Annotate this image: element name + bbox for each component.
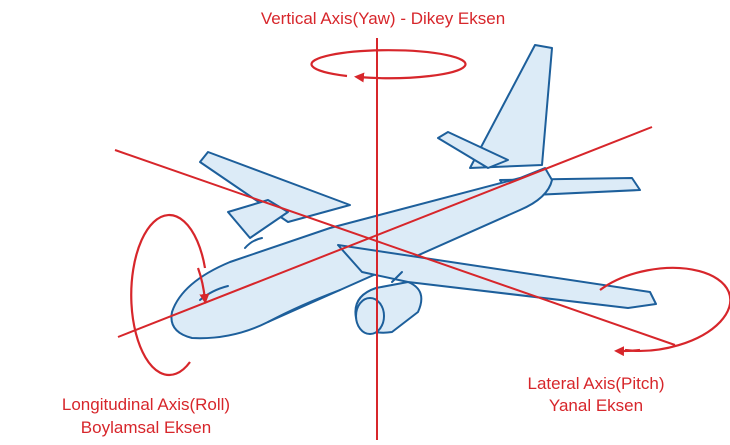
rotation-arrow-pitch	[599, 266, 730, 357]
engine-pylon	[391, 271, 403, 283]
left-wing	[199, 151, 351, 223]
door-outline	[244, 237, 263, 249]
roll-axis-label-line2: Boylamsal Eksen	[81, 418, 211, 437]
pitch-axis-label-line2: Yanal Eksen	[549, 396, 643, 415]
rotation-arrow-yaw	[310, 49, 467, 83]
lateral-axis-line	[114, 149, 676, 346]
roll-axis-label-line1: Longitudinal Axis(Roll)	[62, 395, 230, 414]
left-horizontal-stabilizer	[437, 131, 509, 169]
left-engine	[227, 199, 289, 239]
rotation-arrow-roll	[130, 213, 210, 377]
airplane-illustration	[170, 44, 657, 340]
right-engine-intake	[355, 297, 385, 335]
fuselage-belly-line	[267, 289, 341, 323]
pitch-axis-label-line1: Lateral Axis(Pitch)	[528, 374, 665, 393]
yaw-axis-label: Vertical Axis(Yaw) - Dikey Eksen	[261, 9, 505, 28]
right-wing	[337, 244, 657, 309]
vertical-tail-fin	[469, 44, 553, 169]
